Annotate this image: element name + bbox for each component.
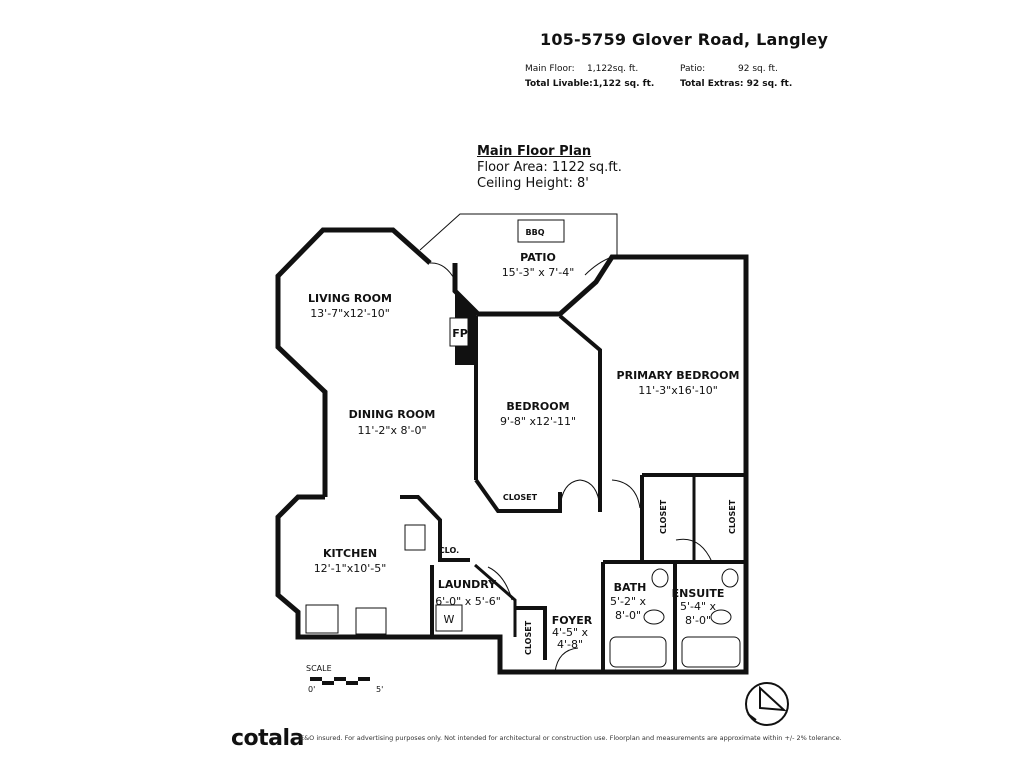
bedroom-door xyxy=(559,479,601,509)
ensuite-sink xyxy=(721,568,739,588)
label-closet-2: CLOSET xyxy=(728,499,737,534)
label-dining: DINING ROOM xyxy=(349,408,436,421)
primary-door xyxy=(611,479,641,509)
label-ensuite: ENSUITE xyxy=(672,587,725,600)
dim-bath-2: 8'-0" xyxy=(615,609,641,622)
disclaimer: E&O insured. For advertising purposes on… xyxy=(300,734,842,742)
stat-total-livable: Total Livable:1,122 sq. ft. xyxy=(525,79,655,89)
bbq xyxy=(517,219,565,243)
label-primary: PRIMARY BEDROOM xyxy=(617,369,740,382)
label-foyer: FOYER xyxy=(552,614,593,627)
dim-ensuite-1: 5'-4" x xyxy=(680,600,717,613)
dim-laundry: 6'-0" x 5'-6" xyxy=(435,595,501,608)
front-door xyxy=(554,647,579,673)
label-patio: PATIO xyxy=(520,251,556,264)
laundry-door xyxy=(487,566,513,601)
floor-area: Floor Area: 1122 sq.ft. xyxy=(477,160,622,175)
bath-toilet xyxy=(643,609,665,625)
label-bedroom: BEDROOM xyxy=(506,400,569,413)
stove xyxy=(355,607,387,635)
dim-living: 13'-7"x12'-10" xyxy=(310,307,390,320)
dim-foyer-2: 4'-8" xyxy=(557,638,583,651)
patio-wall-left xyxy=(452,254,749,675)
scale: SCALE 0' 5' xyxy=(306,664,386,694)
label-kitchen: KITCHEN xyxy=(323,547,377,560)
scale-bar xyxy=(310,677,370,685)
dim-foyer-1: 4'-5" x xyxy=(552,626,589,639)
north-arrow-icon xyxy=(745,682,789,726)
label-foyer-closet: CLOSET xyxy=(524,620,533,655)
label-washer: W xyxy=(444,613,455,626)
laundry-walls xyxy=(400,495,470,562)
dim-primary: 11'-3"x16'-10" xyxy=(638,384,718,397)
washer xyxy=(435,604,463,632)
label-closet-1: CLOSET xyxy=(659,499,668,534)
scale-start: 0' xyxy=(308,685,316,694)
stat-total-extras: Total Extras: 92 sq. ft. xyxy=(680,79,793,89)
ensuite-door xyxy=(675,538,713,563)
tub-ensuite xyxy=(681,636,741,668)
scale-label: SCALE xyxy=(306,664,332,673)
label-bbq: BBQ xyxy=(526,228,545,237)
kitchen-wall xyxy=(275,494,601,675)
property-address: 105-5759 Glover Road, Langley xyxy=(540,30,829,49)
laundry-right xyxy=(474,563,517,637)
fireplace-box xyxy=(449,317,469,347)
dim-bath-1: 5'-2" x xyxy=(610,595,647,608)
dim-bedroom: 9'-8" x12'-11" xyxy=(500,415,576,428)
dim-ensuite-2: 8'-0" xyxy=(685,614,711,627)
bath-sink xyxy=(651,568,669,588)
fridge xyxy=(404,524,426,551)
foyer-closet xyxy=(515,606,547,660)
label-laundry: LAUNDRY xyxy=(438,578,497,591)
cotala-logo: cotala xyxy=(231,726,304,751)
plan-heading: Main Floor Plan Floor Area: 1122 sq.ft. … xyxy=(477,144,622,192)
label-bath: BATH xyxy=(614,581,647,594)
label-bedroom-closet: CLOSET xyxy=(503,493,538,502)
label-living: LIVING ROOM xyxy=(308,292,392,305)
dim-patio: 15'-3" x 7'-4" xyxy=(502,266,575,279)
stat-patio: Patio:92 sq. ft. xyxy=(680,64,778,74)
dim-kitchen: 12'-1"x10'-5" xyxy=(314,562,387,575)
label-clo: CLO. xyxy=(439,546,459,555)
patio-door-right xyxy=(584,256,613,276)
sink xyxy=(305,604,339,634)
stat-main-floor: Main Floor:1,122sq. ft. xyxy=(525,64,639,74)
bedroom-right-wall xyxy=(558,314,602,512)
scale-end: 5' xyxy=(376,685,384,694)
tub-bath xyxy=(609,636,667,668)
ceiling-height: Ceiling Height: 8' xyxy=(477,176,589,191)
stats-left: Main Floor:1,122sq. ft. Total Livable:1,… xyxy=(525,62,654,92)
plan-title: Main Floor Plan xyxy=(477,144,592,159)
label-fp: FP xyxy=(452,327,468,340)
ensuite-toilet xyxy=(710,609,732,625)
patio-outline xyxy=(419,213,618,256)
closet-wall xyxy=(474,478,562,513)
dim-dining: 11'-2"x 8'-0" xyxy=(357,424,426,437)
stats-right: Patio:92 sq. ft. Total Extras: 92 sq. ft… xyxy=(680,62,792,92)
patio-door-left xyxy=(429,262,456,281)
exterior-wall xyxy=(275,227,432,497)
